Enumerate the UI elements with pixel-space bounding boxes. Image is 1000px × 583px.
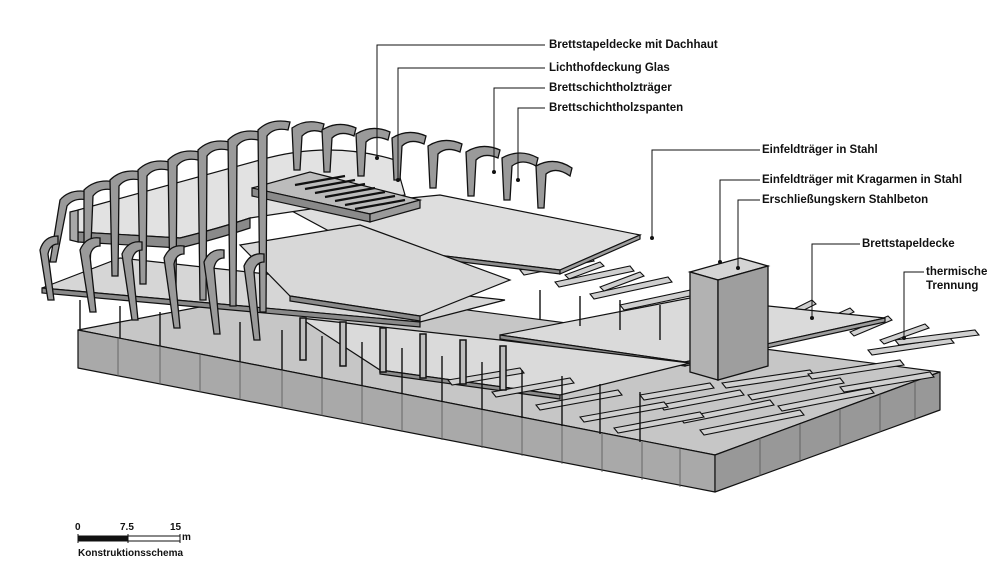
label-light-court: Lichthofdeckung Glas <box>549 62 670 74</box>
concrete-core <box>687 257 771 381</box>
steel-beams-mid <box>446 255 706 434</box>
label-glulam-ribs: Brettschichtholzspanten <box>549 102 684 114</box>
label-slab: Brettstapeldecke <box>862 238 955 250</box>
scale-bar <box>77 534 181 543</box>
timber-ribs-front <box>39 235 265 341</box>
label-glulam-beam: Brettschichtholzträger <box>549 82 672 94</box>
front-frames <box>299 317 507 391</box>
label-thermal-2: Trennung <box>926 280 979 292</box>
label-steel-beam: Einfeldträger in Stahl <box>762 144 878 156</box>
scale-tick-end: 15 <box>170 522 182 533</box>
leader-lines <box>376 44 924 338</box>
glazing-roof <box>251 171 423 223</box>
base-right-face <box>714 371 941 493</box>
label-core: Erschließungskern Stahlbeton <box>762 194 929 206</box>
label-roof-slab: Brettstapeldecke mit Dachhaut <box>549 39 718 51</box>
scale-unit: m <box>182 532 191 543</box>
leader-dots <box>375 156 906 340</box>
label-thermal-1: thermische <box>926 266 988 278</box>
label-steel-cantilever: Einfeldträger mit Kragarmen in Stahl <box>762 174 963 186</box>
diagram-caption: Konstruktionsschema <box>78 548 184 559</box>
slab-second-floor <box>238 224 512 322</box>
scale-tick-0: 0 <box>75 522 81 533</box>
columns <box>79 290 661 442</box>
lower-steel-beams <box>638 299 981 436</box>
scale-tick-mid: 7.5 <box>120 522 134 533</box>
